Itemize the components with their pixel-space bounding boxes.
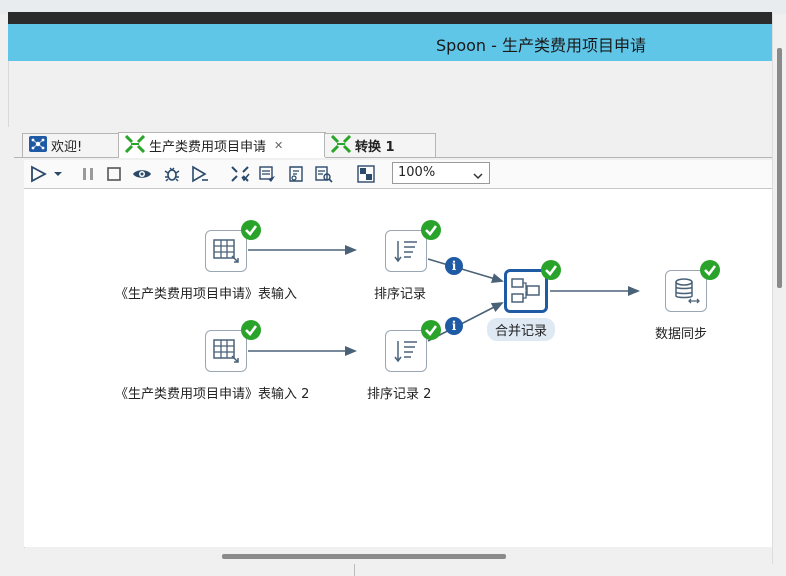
transformation-canvas[interactable]: 《生产类费用项目申请》表输入 排序记录 i 合并记录 数据同步 (24, 189, 772, 547)
db-sync-icon (675, 278, 700, 304)
sort-icon (394, 341, 417, 363)
title-bar: Spoon - 生产类费用项目申请 (8, 24, 772, 61)
zoom-value: 100% (398, 165, 436, 180)
tab-production-expense[interactable]: 生产类费用项目申请 ✕ (118, 132, 326, 158)
close-tab-icon[interactable]: ✕ (274, 139, 284, 152)
tab-welcome[interactable]: 欢迎! (22, 133, 120, 157)
step-label: 排序记录 (374, 287, 427, 302)
toolbar: 100% (24, 160, 772, 189)
step-db-sync[interactable] (665, 270, 707, 312)
run-button[interactable] (28, 164, 48, 184)
verify-icon[interactable] (230, 164, 250, 184)
sql-icon[interactable] (286, 164, 306, 184)
step-label-selected: 合并记录 (487, 318, 556, 341)
success-check-icon (241, 320, 261, 340)
tab-label: 生产类费用项目申请 (149, 140, 267, 155)
status-area (0, 564, 786, 576)
step-label: 数据同步 (655, 327, 708, 342)
chevron-down-icon (473, 169, 483, 184)
tab-label: 转换 1 (355, 140, 395, 155)
success-check-icon (421, 320, 441, 340)
zoom-select[interactable]: 100% (392, 162, 490, 184)
stop-button[interactable] (104, 164, 124, 184)
success-check-icon (700, 260, 720, 280)
top-strip (0, 0, 786, 14)
explore-db-icon[interactable] (314, 164, 334, 184)
step-label: 《生产类费用项目申请》表输入 2 (115, 387, 310, 402)
debug-icon[interactable] (162, 164, 182, 184)
hop-sort-to-merge (427, 258, 504, 283)
transformation-icon (124, 134, 146, 157)
tab-bar: 欢迎! 生产类费用项目申请 ✕ 转换 1 (14, 131, 772, 158)
sort-icon (394, 241, 417, 263)
impact-icon[interactable] (258, 164, 278, 184)
run-options-dropdown[interactable] (52, 164, 64, 184)
hop-sort2-to-merge (427, 302, 504, 342)
horizontal-scroll-thumb[interactable] (222, 554, 506, 559)
welcome-icon (29, 135, 47, 156)
horizontal-scrollbar[interactable] (8, 548, 772, 564)
preview-icon[interactable] (132, 164, 152, 184)
step-table-input[interactable] (205, 230, 247, 272)
tab-label: 欢迎! (51, 140, 83, 155)
merge-icon (511, 278, 540, 303)
replay-icon[interactable] (190, 164, 210, 184)
info-icon[interactable]: i (445, 317, 463, 335)
success-check-icon (421, 220, 441, 240)
transformation-icon (330, 134, 352, 157)
hops-layer (248, 245, 640, 356)
step-label: 《生产类费用项目申请》表输入 (115, 287, 298, 302)
success-check-icon (541, 260, 561, 280)
vertical-scroll-thumb[interactable] (777, 48, 782, 288)
pause-button[interactable] (78, 164, 98, 184)
window-frame-bar (8, 12, 772, 24)
tab-transformation-1[interactable]: 转换 1 (324, 133, 436, 157)
success-check-icon (241, 220, 261, 240)
step-table-input-2[interactable] (205, 330, 247, 372)
info-icon[interactable]: i (445, 257, 463, 275)
step-merge[interactable] (504, 269, 548, 313)
step-label: 排序记录 2 (367, 387, 432, 402)
show-results-icon[interactable] (356, 164, 376, 184)
vertical-scrollbar[interactable] (772, 14, 786, 576)
table-input-icon (213, 339, 239, 363)
step-sort-2[interactable] (385, 330, 427, 372)
menu-area (8, 61, 773, 127)
step-sort[interactable] (385, 230, 427, 272)
table-input-icon (213, 239, 239, 263)
window-title: Spoon - 生产类费用项目申请 (436, 36, 646, 55)
